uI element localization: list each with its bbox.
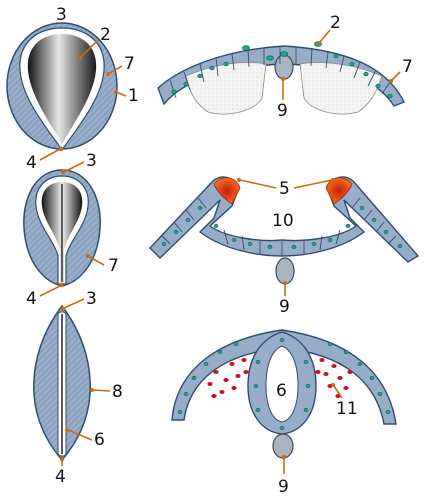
label-11: 11 [336, 399, 358, 419]
label-3-lower: 3 [86, 289, 97, 309]
label-4-middle: 4 [26, 289, 37, 309]
notochord-2 [275, 257, 295, 285]
cross-section-1 [157, 41, 405, 115]
label-6-left: 6 [94, 430, 105, 450]
migrating-neural-crest-cells [207, 358, 353, 398]
label-4-upper: 4 [26, 153, 37, 173]
label-5: 5 [279, 179, 290, 199]
label-7-upper: 7 [124, 54, 135, 74]
label-2-right: 2 [330, 13, 341, 33]
neural-crest-left [213, 177, 241, 205]
label-1: 1 [128, 86, 139, 106]
left-pointers [39, 39, 127, 466]
ectoderm-3 [171, 329, 397, 425]
right-pointers [237, 29, 401, 474]
label-3-top: 3 [56, 5, 67, 25]
neural-plate-1 [27, 34, 97, 144]
label-8: 8 [112, 382, 123, 402]
cross-section-3 [171, 329, 397, 459]
cell-nuclei-3 [177, 337, 391, 430]
cross-section-2 [149, 176, 420, 285]
label-6-right: 6 [276, 381, 287, 401]
cell-boundaries-1 [169, 46, 391, 99]
label-7-right: 7 [402, 57, 413, 77]
notochord-1 [274, 54, 294, 80]
label-9-bottom: 9 [278, 477, 289, 497]
notochord-3 [272, 433, 294, 459]
cell-boundaries-2 [161, 197, 397, 256]
label-9-top: 9 [277, 101, 288, 121]
label-3-middle: 3 [86, 151, 97, 171]
label-7-lower: 7 [108, 256, 119, 276]
cell-nuclei-2 [161, 206, 403, 250]
label-9-middle: 9 [279, 297, 290, 317]
label-2-left: 2 [100, 25, 111, 45]
dorsal-view-stage-2 [23, 169, 101, 287]
cell-nuclei-1 [171, 41, 393, 99]
label-10: 10 [272, 211, 294, 231]
mesoderm-right-1 [299, 62, 383, 115]
neural-tube-lumen [265, 345, 299, 423]
dorsal-view-stage-3 [33, 304, 91, 462]
label-4-bottom: 4 [55, 467, 66, 487]
